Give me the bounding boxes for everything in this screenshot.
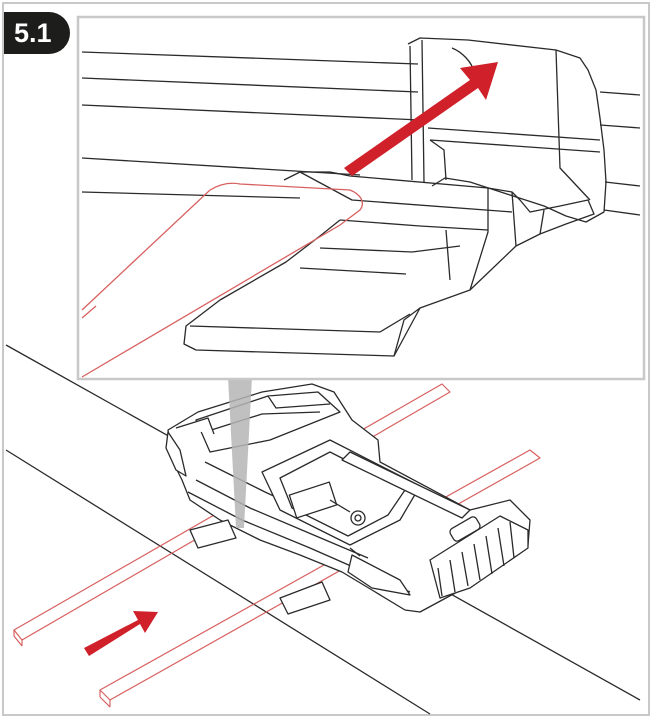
callout-beam — [228, 377, 252, 528]
arrow-right-icon — [84, 611, 158, 656]
lower-scene — [5, 344, 641, 715]
bar-edge-lower — [5, 449, 431, 715]
inset-strap — [81, 182, 364, 378]
callout-inset — [76, 15, 646, 381]
step-number-badge: 5.1 — [4, 12, 70, 54]
buckle-body — [165, 383, 531, 615]
arrow-up-right-icon — [344, 62, 498, 176]
